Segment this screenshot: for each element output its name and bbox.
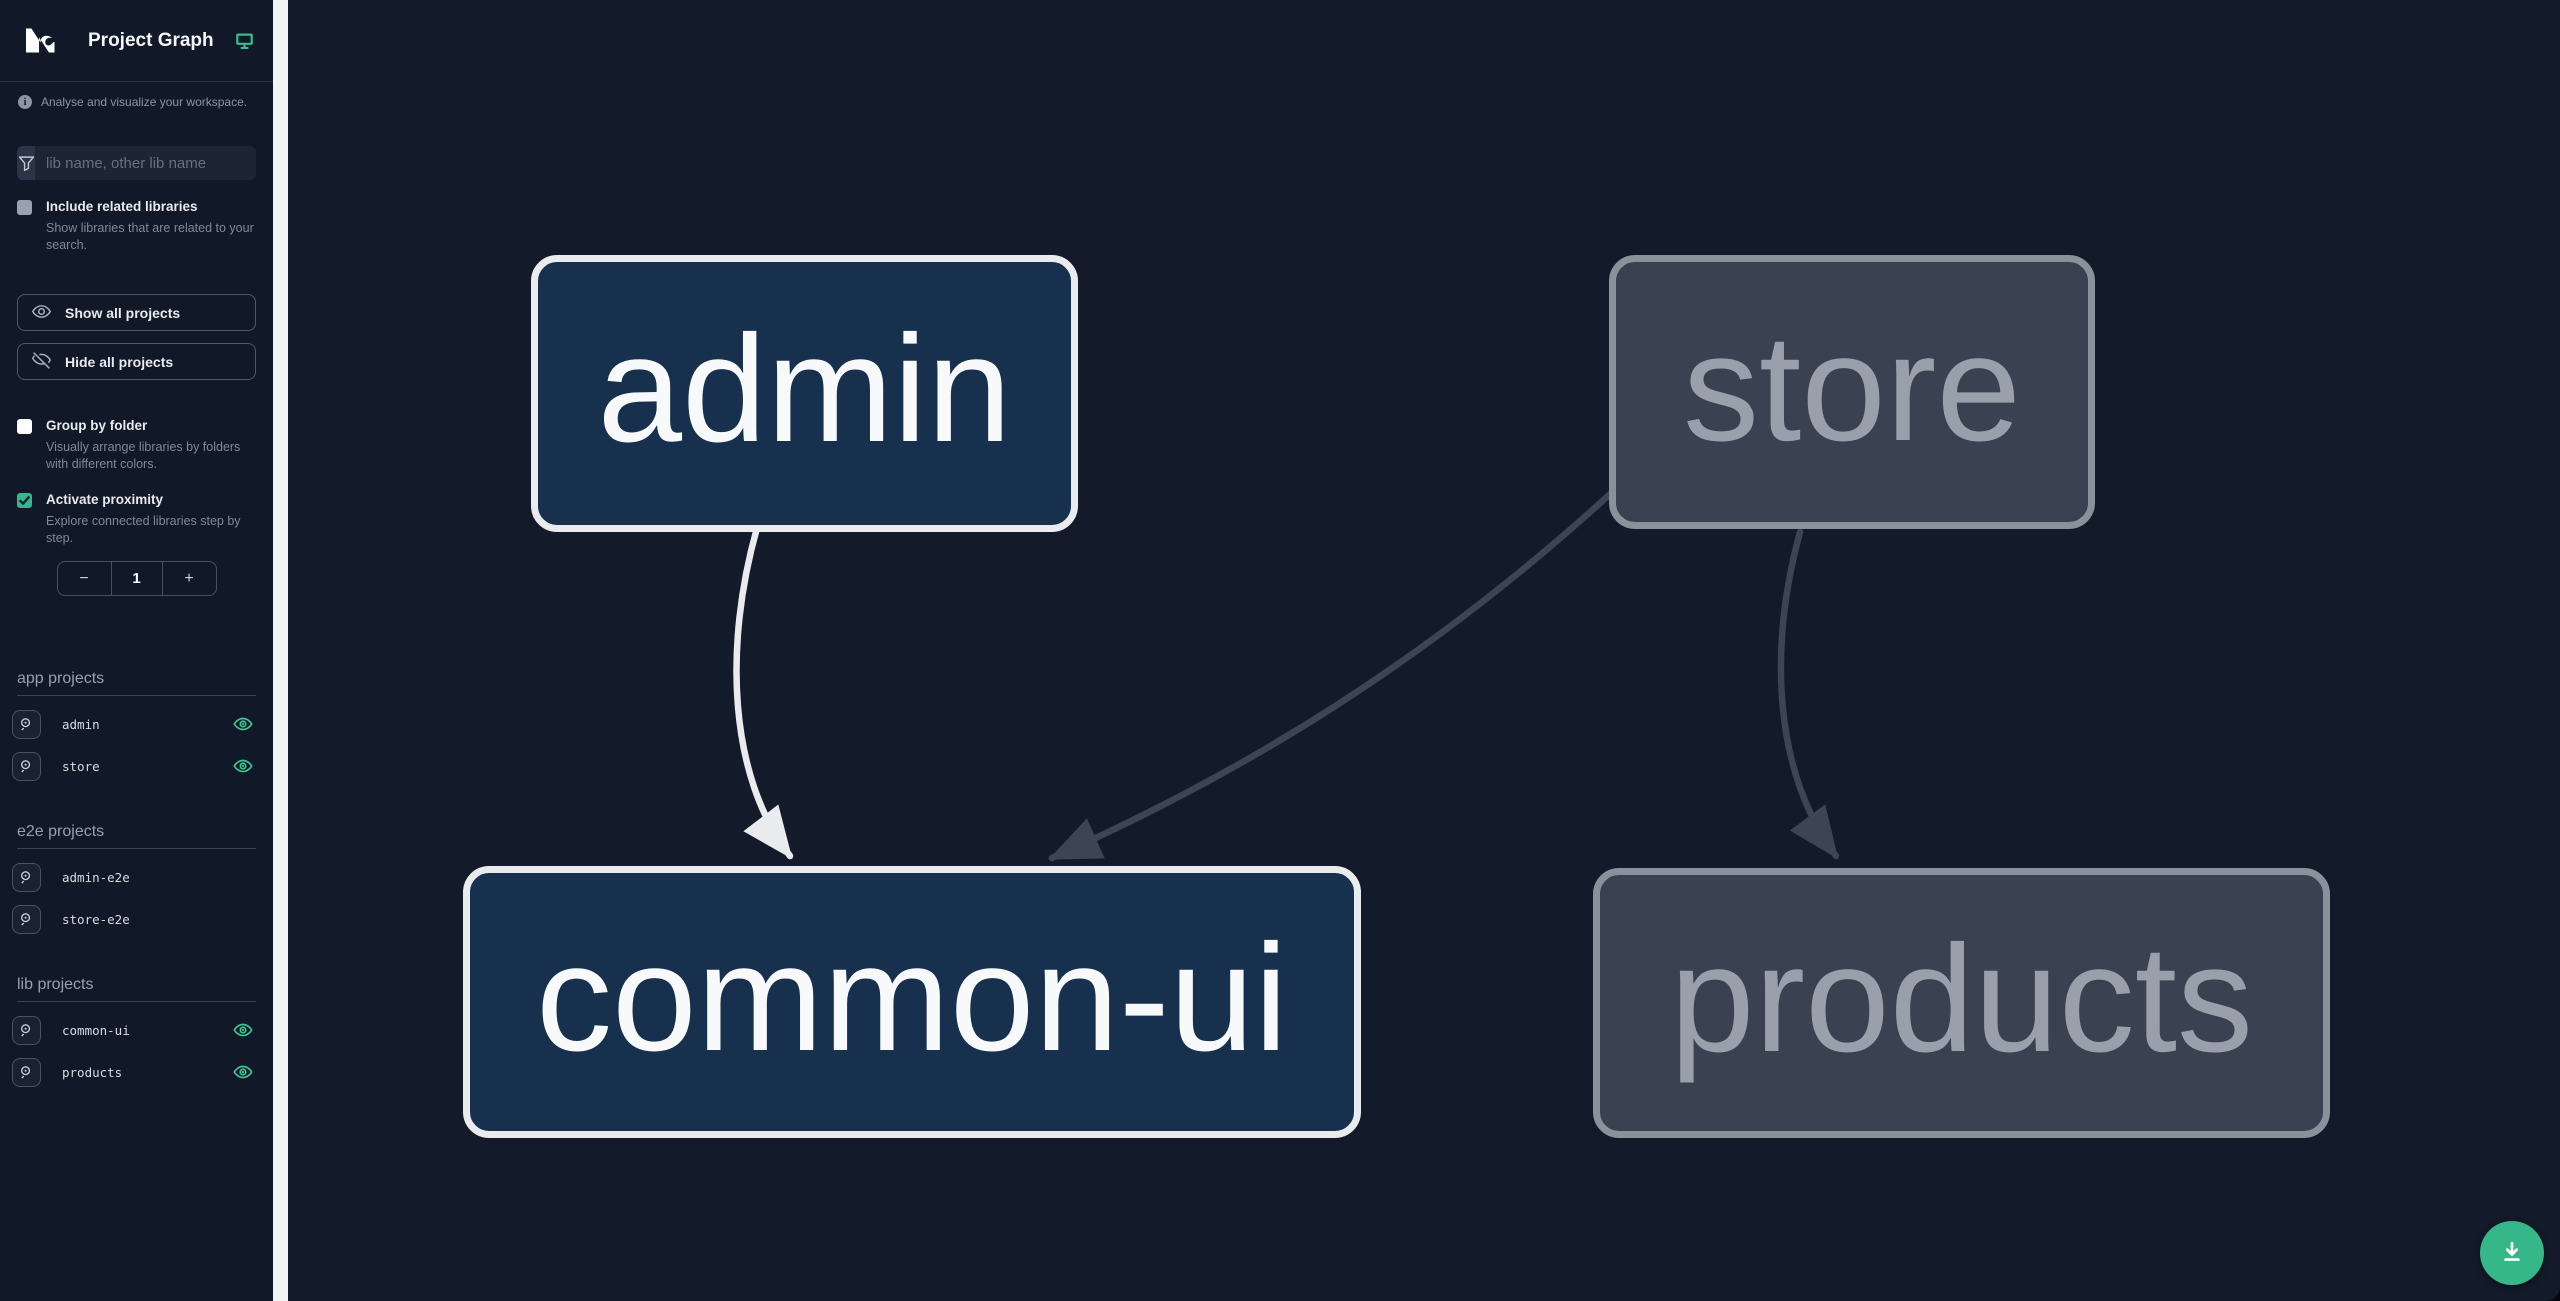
tagline-text: Analyse and visualize your workspace. xyxy=(41,95,248,109)
hide-all-projects-label: Hide all projects xyxy=(65,353,174,370)
project-name: admin xyxy=(62,716,100,732)
toggle-visibility-eye-icon[interactable] xyxy=(231,712,255,736)
focus-project-button[interactable] xyxy=(12,1057,41,1087)
graph-node-common-ui[interactable]: common-ui xyxy=(463,866,1361,1138)
toggle-visibility-eye-icon[interactable] xyxy=(231,1018,255,1042)
proximity-decrement-button[interactable]: − xyxy=(58,562,111,595)
section-app-projects: app projects admin xyxy=(0,670,273,787)
section-lib-projects: lib projects common-ui xyxy=(0,976,273,1093)
focus-project-button[interactable] xyxy=(12,709,41,739)
group-by-folder-block: Group by folder Visually arrange librari… xyxy=(17,418,256,473)
proximity-increment-button[interactable]: + xyxy=(163,562,216,595)
activate-proximity-checkbox[interactable] xyxy=(17,493,32,508)
section-e2e-projects: e2e projects admin-e2e xyxy=(0,823,273,940)
focus-project-button[interactable] xyxy=(12,751,41,781)
show-all-projects-label: Show all projects xyxy=(65,304,181,321)
toggle-visibility-eye-icon[interactable] xyxy=(231,754,255,778)
eye-off-icon xyxy=(31,350,52,374)
info-icon: i xyxy=(18,95,32,109)
activate-proximity-block: Activate proximity Explore connected lib… xyxy=(17,492,256,547)
include-related-block: Include related libraries Show libraries… xyxy=(17,199,256,254)
project-name: admin-e2e xyxy=(62,869,130,885)
activate-proximity-description: Explore connected libraries step by step… xyxy=(46,514,241,545)
sidebar-header: Project Graph xyxy=(0,0,273,82)
include-related-checkbox[interactable] xyxy=(17,200,32,215)
section-title: lib projects xyxy=(17,976,256,1002)
include-related-description: Show libraries that are related to your … xyxy=(46,221,254,252)
graph-node-store[interactable]: store xyxy=(1609,255,2095,529)
focus-project-button[interactable] xyxy=(12,1015,41,1045)
filter-input-group xyxy=(17,146,256,180)
focus-project-button[interactable] xyxy=(12,904,41,934)
monitor-icon xyxy=(234,30,255,51)
section-title: app projects xyxy=(17,670,256,696)
project-name: products xyxy=(62,1064,123,1080)
project-row-admin: admin xyxy=(0,703,273,745)
group-by-folder-description: Visually arrange libraries by folders wi… xyxy=(46,440,241,471)
project-row-common-ui: common-ui xyxy=(0,1009,273,1051)
project-row-store-e2e: store-e2e xyxy=(0,898,273,940)
node-label: common-ui xyxy=(536,912,1288,1083)
project-name: store-e2e xyxy=(62,911,130,927)
focus-project-button[interactable] xyxy=(12,862,41,892)
graph-node-products[interactable]: products xyxy=(1593,868,2330,1138)
project-row-products: products xyxy=(0,1051,273,1093)
graph-node-admin[interactable]: admin xyxy=(531,255,1078,532)
project-name: common-ui xyxy=(62,1022,130,1038)
download-icon xyxy=(2498,1238,2526,1269)
show-all-projects-button[interactable]: Show all projects xyxy=(17,294,256,331)
section-title: e2e projects xyxy=(17,823,256,849)
node-label: admin xyxy=(597,304,1012,474)
download-image-button[interactable] xyxy=(2480,1221,2544,1285)
page-title: Project Graph xyxy=(88,29,214,51)
include-related-label[interactable]: Include related libraries xyxy=(46,199,198,214)
graph-canvas[interactable]: admin store common-ui products xyxy=(288,0,2560,1301)
toggle-visibility-eye-icon[interactable] xyxy=(231,1060,255,1084)
proximity-depth-value: 1 xyxy=(110,562,163,595)
group-by-folder-checkbox[interactable] xyxy=(17,419,32,434)
hide-all-projects-button[interactable]: Hide all projects xyxy=(17,343,256,380)
nx-logo-icon xyxy=(18,22,62,60)
funnel-icon xyxy=(17,146,35,180)
filter-input[interactable] xyxy=(35,146,256,180)
node-label: products xyxy=(1670,913,2253,1084)
edge-admin-to-common-ui[interactable] xyxy=(733,524,794,860)
eye-icon xyxy=(31,301,52,325)
activate-proximity-label[interactable]: Activate proximity xyxy=(46,492,164,507)
node-label: store xyxy=(1683,302,2021,473)
group-by-folder-label[interactable]: Group by folder xyxy=(46,418,148,433)
sidebar: Project Graph i Analyse and visualize yo… xyxy=(0,0,273,1301)
project-name: store xyxy=(62,758,100,774)
tagline-row: i Analyse and visualize your workspace. xyxy=(18,95,255,109)
edge-store-to-common-ui[interactable] xyxy=(1048,481,1624,862)
edge-store-to-products[interactable] xyxy=(1777,528,1840,860)
proximity-depth-stepper: − 1 + xyxy=(56,561,217,596)
project-row-admin-e2e: admin-e2e xyxy=(0,856,273,898)
project-row-store: store xyxy=(0,745,273,787)
sidebar-resize-handle[interactable] xyxy=(273,0,288,1301)
